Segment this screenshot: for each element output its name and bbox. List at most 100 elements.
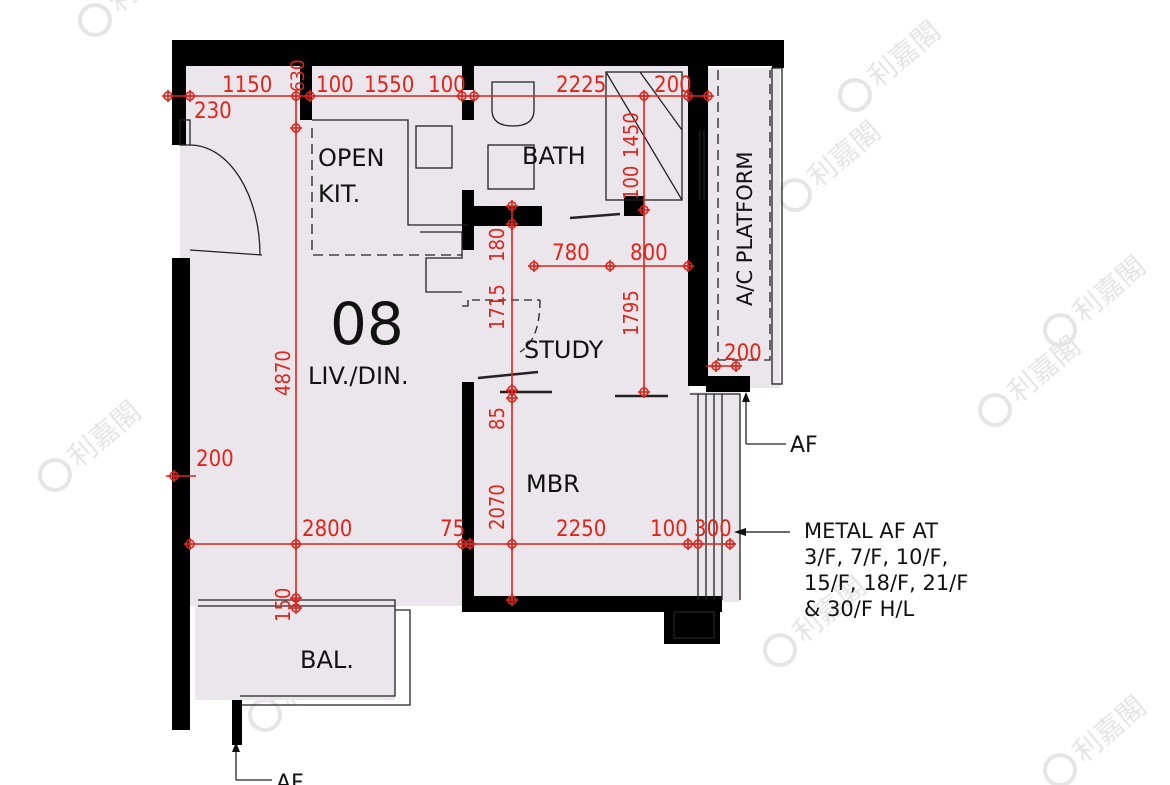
room-label-layer: 08 LIV./DIN. OPEN KIT. BATH STUDY MBR BA… — [300, 142, 757, 674]
dim-100-b: 100 — [428, 73, 466, 98]
dim-150: 150 — [271, 588, 295, 622]
dim-node-icon — [464, 538, 476, 550]
dim-2070: 2070 — [485, 484, 509, 530]
wall-kit-stub — [300, 66, 312, 120]
room-label-balcony: BAL. — [300, 646, 354, 674]
wall-bottom — [462, 596, 722, 612]
annotation-metal-af-1: METAL AF AT — [804, 519, 938, 543]
dim-node-icon — [290, 602, 302, 614]
annotation-metal-af-4: & 30/F H/L — [804, 597, 914, 621]
dim-75: 75 — [440, 517, 465, 542]
af-ledge-lines — [690, 393, 741, 600]
dim-ac-200: 200 — [724, 341, 762, 366]
dim-300: 300 — [694, 517, 732, 542]
dim-4870: 4870 — [271, 350, 295, 396]
dim-node-icon — [604, 260, 616, 272]
leader-arrows — [232, 392, 790, 752]
watermark-logo: 利嘉閣 — [1043, 250, 1153, 347]
wall-study-left — [462, 382, 474, 610]
wall-bath-left — [462, 190, 474, 250]
wall-ac-bottom — [706, 376, 750, 392]
room-label-ac-platform: A/C PLATFORM — [733, 151, 757, 306]
room-label-mbr: MBR — [526, 470, 580, 498]
dim-1450: 1450 — [619, 112, 643, 158]
room-label-living-dining: LIV./DIN. — [308, 362, 409, 390]
svg-text:利嘉閣: 利嘉閣 — [62, 395, 148, 474]
svg-text:利嘉閣: 利嘉閣 — [102, 0, 188, 19]
wall-bath-left-a — [462, 66, 474, 90]
dim-node-icon — [290, 90, 302, 102]
dim-node-icon — [456, 90, 468, 102]
wall-left-lower — [172, 258, 190, 730]
svg-text:利嘉閣: 利嘉閣 — [1002, 330, 1088, 409]
annotation-metal-af-3: 15/F, 18/F, 21/F — [804, 571, 968, 595]
dim-node-icon — [506, 218, 518, 230]
shower-diagonal-b — [639, 71, 683, 131]
dim-node-icon — [506, 538, 518, 550]
dim-node-icon — [162, 90, 174, 102]
dim-node-icon — [290, 538, 302, 550]
unit-number: 08 — [330, 290, 404, 358]
dim-1550: 1550 — [364, 73, 414, 98]
af-right-arrow-icon — [742, 392, 750, 402]
room-label-open-kitchen-1: OPEN — [318, 144, 384, 172]
svg-text:利嘉閣: 利嘉閣 — [1067, 250, 1153, 329]
wall-layer — [172, 40, 784, 745]
room-label-open-kitchen-2: KIT. — [318, 180, 360, 208]
dim-230: 230 — [194, 99, 232, 124]
toilet-bowl-icon — [491, 81, 535, 127]
dim-780: 780 — [552, 241, 590, 266]
dimension-text-layer: 1150 630 100 1550 100 2225 200 230 1450 … — [194, 59, 762, 622]
floor-mbr — [470, 392, 690, 602]
dim-node-icon — [468, 90, 480, 102]
dim-node-icon — [710, 360, 722, 372]
af-bottom-arrow-icon — [232, 742, 240, 752]
dim-node-icon — [506, 200, 518, 212]
dim-bottom-100: 100 — [650, 517, 688, 542]
dim-node-icon — [682, 260, 694, 272]
entry-door-leaf — [189, 249, 263, 256]
wall-left-opening — [179, 119, 191, 146]
dim-node-icon — [168, 470, 180, 482]
dim-node-icon — [638, 386, 650, 398]
wall-bath-bottom — [462, 206, 542, 226]
kitchen-step — [420, 231, 463, 293]
dim-2800: 2800 — [302, 517, 352, 542]
dim-1795: 1795 — [619, 290, 643, 336]
dim-node-icon — [304, 90, 316, 102]
watermark-logo: 利嘉閣 — [838, 15, 948, 112]
annotation-metal-af-2: 3/F, 7/F, 10/F, — [804, 545, 948, 569]
room-label-study: STUDY — [524, 336, 604, 364]
watermark-logo: 利嘉閣 — [1043, 690, 1152, 785]
wall-right-top — [772, 40, 784, 68]
dim-node-icon — [184, 90, 196, 102]
dim-node-icon — [724, 538, 736, 550]
wall-left-upper — [172, 40, 186, 145]
dim-node-icon — [730, 360, 742, 372]
wall-left-bottom — [232, 700, 242, 745]
dim-800: 800 — [630, 241, 668, 266]
metal-af-arrow-icon — [734, 528, 746, 536]
dim-100-a: 100 — [316, 73, 354, 98]
watermark-logo: 利嘉閣 — [78, 0, 188, 37]
dim-node-icon — [506, 392, 518, 404]
floor-ac-platform — [708, 68, 780, 388]
fixture-layer — [179, 67, 786, 781]
dim-node-icon — [692, 538, 704, 550]
dim-85: 85 — [485, 407, 509, 430]
room-label-bath: BATH — [522, 142, 586, 170]
dim-node-icon — [290, 122, 302, 134]
wall-bath-divider — [624, 196, 644, 216]
ac-platform-dashed-outline — [717, 70, 771, 361]
dim-wall-200: 200 — [196, 447, 234, 472]
dim-2250: 2250 — [556, 517, 606, 542]
svg-text:利嘉閣: 利嘉閣 — [862, 15, 948, 94]
annotation-af-right: AF — [790, 433, 818, 458]
annotation-layer: AF AF METAL AF AT 3/F, 7/F, 10/F, 15/F, … — [276, 433, 968, 785]
toilet-tank-icon — [487, 144, 535, 190]
annotation-af-bottom: AF — [276, 771, 304, 785]
dim-node-icon — [528, 260, 540, 272]
entry-door-swing-icon — [189, 144, 261, 256]
floor-living — [180, 66, 470, 606]
